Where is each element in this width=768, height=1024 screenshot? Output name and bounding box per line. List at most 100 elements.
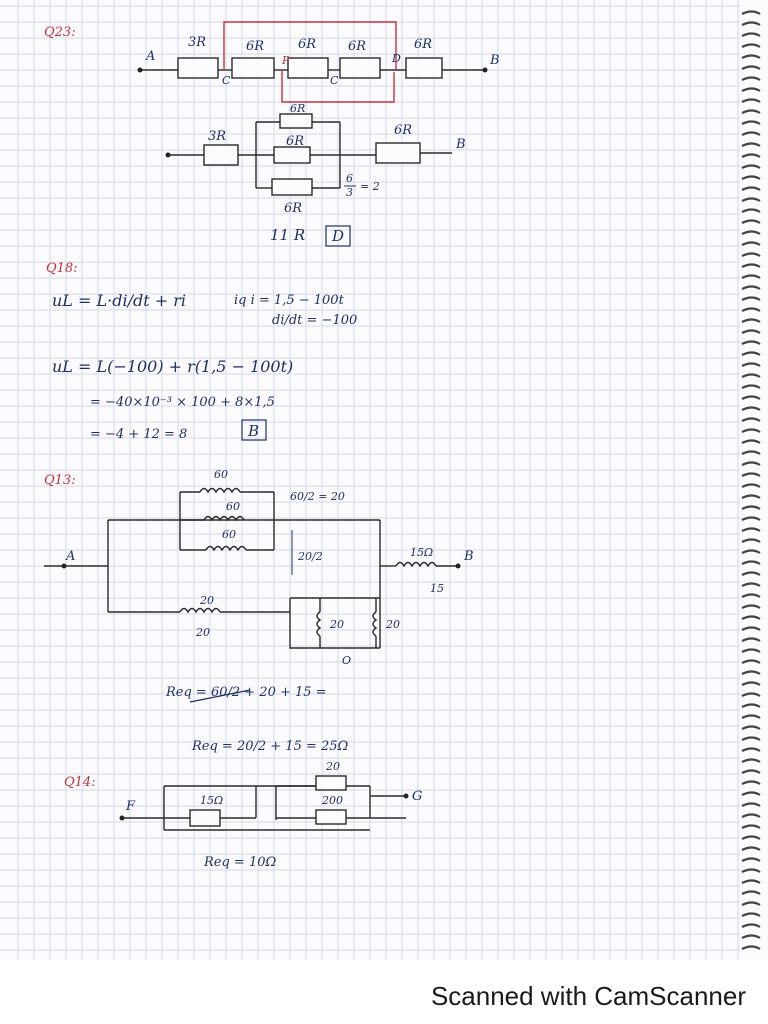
spiral-coil (741, 516, 761, 521)
q23-resistor-6r-3 (339, 57, 381, 79)
q23-node-a: A (145, 49, 155, 64)
spiral-coil (741, 208, 761, 213)
q14-label: Q14: (64, 775, 96, 790)
spiral-coil (741, 846, 761, 851)
spiral-coil (741, 395, 761, 400)
spiral-coil (741, 142, 761, 147)
q23-eq-top-label: 6R (290, 102, 305, 115)
spiral-coil (741, 758, 761, 763)
spiral-coil (741, 934, 761, 939)
spiral-coil (741, 813, 761, 818)
q14-resistor-20 (315, 775, 347, 791)
spiral-coil (741, 428, 761, 433)
spiral-coil (741, 10, 761, 15)
q18-condition: iq i = 1,5 − 100t (234, 293, 345, 308)
spiral-coil (741, 340, 761, 345)
q13-inductor-20c (316, 611, 322, 637)
q14-section: Q14: F 15Ω 20 200 G Req = 10Ω (64, 760, 422, 870)
spiral-coil (741, 505, 761, 510)
spiral-coil (741, 769, 761, 774)
q14-resistor-200 (315, 809, 347, 825)
spiral-coil (741, 87, 761, 92)
spiral-coil (741, 153, 761, 158)
q13-node-b: B (463, 549, 474, 564)
spiral-coil (741, 637, 761, 642)
spiral-coil (741, 670, 761, 675)
spiral-coil (741, 219, 761, 224)
q18-section: Q18: uL = L·di/dt + ri iq i = 1,5 − 100t… (46, 261, 357, 442)
spiral-coil (741, 32, 761, 37)
spiral-coil (741, 703, 761, 708)
q13-node-a: A (65, 549, 75, 564)
q23-node-c1: C (222, 74, 231, 87)
spiral-coil (741, 582, 761, 587)
q23-r1-label: 3R (188, 35, 206, 50)
q23-r4-label: 6R (348, 39, 366, 54)
spiral-coil (741, 824, 761, 829)
camscanner-watermark: Scanned with CamScanner (430, 981, 746, 1011)
q13-section: Q13: A 60 60 60 60/2 = 20 20/2 B 15Ω 15 … (44, 468, 474, 754)
q23-r2-label: 6R (246, 39, 264, 54)
spiral-coil (741, 241, 761, 246)
spiral-coil (741, 868, 761, 873)
q23-resistor-3r (177, 57, 219, 79)
spiral-coil (741, 593, 761, 598)
grid-background (0, 0, 740, 960)
spiral-coil (741, 549, 761, 554)
q13-l20c-label: 20 (329, 618, 344, 631)
spiral-coil (741, 252, 761, 257)
q23-frac-den: 3 (346, 186, 353, 199)
q23-answer: 11 R (270, 226, 305, 244)
q13-inductor-60c (205, 545, 247, 552)
spiral-coil (741, 725, 761, 730)
spiral-coil (741, 109, 761, 114)
spiral-coil (741, 384, 761, 389)
q13-req1: Req = 60/2 + 20 + 15 = (165, 685, 327, 700)
spiral-coil (741, 681, 761, 686)
q18-line3: = −40×10⁻³ × 100 + 8×1,5 (90, 395, 275, 410)
q13-l60c-label: 60 (222, 528, 236, 541)
q23-resistor-6r-1 (231, 57, 275, 79)
q13-l20d-label: 20 (385, 618, 400, 631)
spiral-coil (741, 296, 761, 301)
q23-eq-resistor-bot (271, 178, 313, 196)
q13-l20b-label: 20 (195, 626, 210, 639)
spiral-coil (741, 483, 761, 488)
spiral-coil (741, 164, 761, 169)
spiral-coil (741, 450, 761, 455)
spiral-coil (741, 461, 761, 466)
q13-inductor-20a (179, 607, 221, 614)
spiral-coil (741, 417, 761, 422)
q14-r200-label: 200 (321, 794, 343, 807)
spiral-coil (741, 692, 761, 697)
spiral-coil (741, 307, 761, 312)
spiral-coil (741, 857, 761, 862)
q13-l15b-label: 15 (430, 582, 444, 595)
spiral-coil (741, 835, 761, 840)
q23-node-c2: C (330, 74, 339, 87)
q23-node-d: D (391, 52, 401, 65)
spiral-coil (741, 945, 761, 950)
spiral-coil (741, 791, 761, 796)
spiral-coil (741, 527, 761, 532)
q23-section: Q23: A 3R 6R 6R 6R 6R B C P C D 3R (44, 21, 500, 247)
q18-derivative: di/dt = −100 (272, 313, 357, 328)
q13-l60b-label: 60 (226, 500, 240, 513)
spiral-coil (741, 175, 761, 180)
spiral-coil (741, 131, 761, 136)
q23-eq-node-b: B (455, 137, 466, 152)
q23-resistor-6r-4 (405, 57, 443, 79)
spiral-coil (741, 43, 761, 48)
q14-node-f: F (125, 799, 136, 814)
q23-node-p: P (281, 54, 290, 67)
q23-choice: D (331, 227, 344, 245)
q13-inductor-20d (372, 611, 378, 637)
q23-r5-label: 6R (414, 37, 432, 52)
spiral-coil (741, 604, 761, 609)
spiral-coil (741, 714, 761, 719)
spiral-coil (741, 879, 761, 884)
spiral-coil (741, 186, 761, 191)
spiral-coil (741, 65, 761, 70)
q23-eq-resistor-mid (273, 146, 311, 164)
spiral-coil (741, 901, 761, 906)
